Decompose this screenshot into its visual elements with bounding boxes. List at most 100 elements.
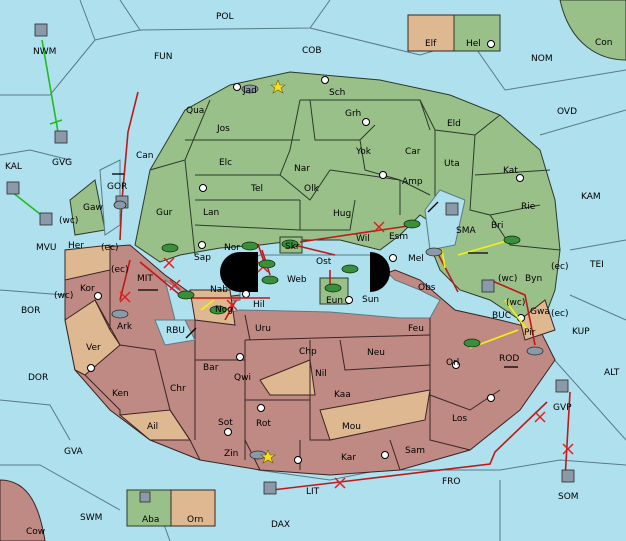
label-Amp: Amp xyxy=(402,177,423,187)
label-KUP: KUP xyxy=(572,327,590,337)
label-OVD: OVD xyxy=(557,107,577,117)
label-Ost: Ost xyxy=(316,257,332,267)
label-Aba: Aba xyxy=(142,515,159,525)
province-labels: POL COB FUN NWM GVG KAL MVU Jad Sch Qua … xyxy=(5,12,620,537)
label-GOR: GOR xyxy=(107,182,127,192)
west-cap xyxy=(220,252,258,292)
label-Nar: Nar xyxy=(294,164,310,174)
label-Kor: Kor xyxy=(80,284,95,294)
support-orders xyxy=(200,239,528,349)
northeast-land xyxy=(559,0,626,61)
label-NWM: NWM xyxy=(33,47,56,57)
label-Uru: Uru xyxy=(255,324,271,334)
label-Wil: Wil xyxy=(356,234,370,244)
label-Ark: Ark xyxy=(117,322,133,332)
label-Rie: Rie xyxy=(521,202,536,212)
label-ec-byn: (ec) xyxy=(551,262,569,272)
south-inlet xyxy=(154,319,196,346)
label-Chp: Chp xyxy=(299,347,317,357)
label-Uta: Uta xyxy=(444,159,460,169)
label-Kat: Kat xyxy=(503,166,518,176)
label-Nil: Nil xyxy=(315,369,327,379)
label-SOM: SOM xyxy=(558,492,579,502)
southern-borders xyxy=(84,245,501,471)
label-Hug: Hug xyxy=(333,209,351,219)
label-POL: POL xyxy=(216,12,234,22)
label-Sch: Sch xyxy=(329,88,345,98)
label-Kar: Kar xyxy=(341,453,356,463)
label-Elf: Elf xyxy=(425,39,437,49)
label-Can: Can xyxy=(136,151,154,161)
label-MVU: MVU xyxy=(36,243,57,253)
label-ec-mit: (ec) xyxy=(111,265,129,275)
label-Rot: Rot xyxy=(256,419,271,429)
label-ec-gwa: (ec) xyxy=(551,309,569,319)
label-COB: COB xyxy=(302,46,322,56)
label-Chr: Chr xyxy=(170,384,186,394)
label-KAL: KAL xyxy=(5,162,22,172)
label-Lan: Lan xyxy=(203,208,219,218)
label-Con: Con xyxy=(595,38,613,48)
label-Olk: Olk xyxy=(304,184,320,194)
label-Ail: Ail xyxy=(147,422,158,432)
label-NOM: NOM xyxy=(531,54,553,64)
northern-borders xyxy=(149,99,561,256)
label-Ver: Ver xyxy=(86,343,101,353)
label-Sun: Sun xyxy=(362,295,379,305)
home-stars xyxy=(260,79,286,464)
label-Byn: Byn xyxy=(525,274,542,284)
label-LIT: LIT xyxy=(306,487,320,497)
label-Kaa: Kaa xyxy=(334,390,351,400)
label-Bar: Bar xyxy=(203,363,219,373)
label-Eun: Eun xyxy=(326,296,343,306)
label-Sam: Sam xyxy=(405,446,425,456)
label-Pir: Pir xyxy=(524,328,536,338)
label-Her: Her xyxy=(68,241,84,251)
label-Sot: Sot xyxy=(218,418,233,428)
label-FUN: FUN xyxy=(154,52,173,62)
label-wc-byn: (wc) xyxy=(498,274,517,284)
label-Obs: Obs xyxy=(418,283,436,293)
label-ALT: ALT xyxy=(604,368,620,378)
label-ec-her: (ec) xyxy=(101,243,119,253)
label-Elc: Elc xyxy=(219,158,232,168)
label-MIT: MIT xyxy=(137,274,153,284)
supply-centers xyxy=(87,40,525,464)
label-Nor: Nor xyxy=(224,243,240,253)
label-Qwi: Qwi xyxy=(234,373,251,383)
label-Yok: Yok xyxy=(355,147,372,157)
label-RBU: RBU xyxy=(166,326,185,336)
label-GVG: GVG xyxy=(52,158,72,168)
label-Los: Los xyxy=(452,414,467,424)
label-Zin: Zin xyxy=(224,449,238,459)
label-GVP: GVP xyxy=(553,403,572,413)
label-Skr: Skr xyxy=(285,242,300,252)
label-FRO: FRO xyxy=(442,477,461,487)
label-Ken: Ken xyxy=(112,389,129,399)
armies xyxy=(161,219,521,348)
label-Jos: Jos xyxy=(216,124,230,134)
label-Nab: Nab xyxy=(210,285,228,295)
label-Gwa: Gwa xyxy=(530,307,550,317)
label-Orl: Orl xyxy=(446,358,459,368)
label-Nog: Nog xyxy=(215,305,233,315)
label-DAX: DAX xyxy=(271,520,290,530)
label-wc-mvu: (wc) xyxy=(59,216,78,226)
label-KAM: KAM xyxy=(581,192,601,202)
label-ROD: ROD xyxy=(499,354,519,364)
label-Eld: Eld xyxy=(447,119,461,129)
label-Jad: Jad xyxy=(242,86,257,96)
label-wc-kor: (wc) xyxy=(54,291,73,301)
label-Web: Web xyxy=(287,275,307,285)
label-DOR: DOR xyxy=(28,373,48,383)
label-GVA: GVA xyxy=(64,447,84,457)
label-Tel: Tel xyxy=(250,184,263,194)
label-wc-buc: (wc) xyxy=(506,298,525,308)
label-Esm: Esm xyxy=(389,232,408,242)
label-Car: Car xyxy=(405,147,421,157)
label-Gaw: Gaw xyxy=(83,203,103,213)
label-SWM: SWM xyxy=(80,513,102,523)
label-Bri: Bri xyxy=(491,221,503,231)
label-Cow: Cow xyxy=(26,527,45,537)
